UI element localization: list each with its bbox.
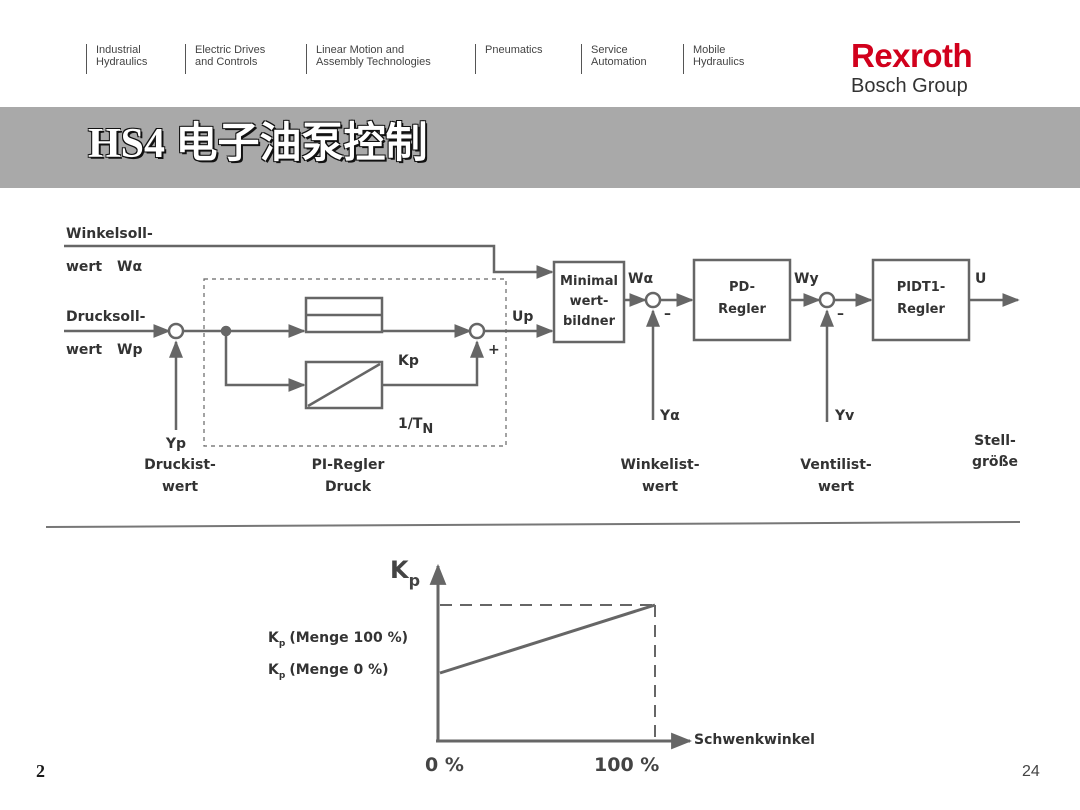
nav-line1: Mobile [693, 44, 726, 56]
y-alpha-label: Yα [659, 408, 680, 424]
winkel-setpoint-line [64, 244, 554, 279]
nav-line1: Industrial [96, 44, 141, 56]
plus-sign: + [488, 342, 500, 358]
wp-symbol: Wp [117, 342, 142, 358]
i-output-line [382, 340, 484, 387]
pidt1-label-1: PIDT1- [897, 280, 945, 295]
nav-electric-drives[interactable]: Electric Drives and Controls [185, 44, 265, 74]
bosch-group-logo: Bosch Group [851, 75, 968, 97]
x-100-label: 100 % [594, 754, 659, 776]
kp-curve [439, 603, 656, 675]
u-label: U [975, 271, 986, 287]
pd-label-1: PD- [729, 280, 755, 295]
section-divider [45, 521, 1021, 528]
tn-label: 1/TN [398, 416, 433, 437]
nav-line2: Pneumatics [485, 44, 543, 56]
yp-label: Yp [165, 436, 186, 452]
nav-linear-motion[interactable]: Linear Motion and Assembly Technologies [306, 44, 431, 74]
winkelsollwert-label-2: wert [66, 259, 102, 275]
title-banner [0, 107, 1080, 188]
footer-date: 2 [36, 761, 45, 781]
drucksollwert-label: Drucksoll- [66, 309, 146, 325]
pi-regler-boundary [203, 278, 507, 447]
kp-100-label: Kp(Menge 100 %) [268, 630, 408, 649]
pidt1-label-2: Regler [897, 302, 945, 317]
winkelistwert-label-1: Winkelist- [620, 457, 699, 473]
block-diagram [64, 244, 1020, 447]
druckistwert-label-1: Druckist- [144, 457, 216, 473]
schwenkwinkel-label: Schwenkwinkel [694, 732, 815, 748]
x-0-label: 0 % [425, 754, 464, 776]
nav-line2: Assembly Technologies [316, 56, 431, 68]
summing-junction-valve [818, 291, 836, 309]
up-label: Up [512, 309, 533, 325]
minimal-label-2: wert- [570, 294, 609, 309]
page-number: 24 [1022, 763, 1040, 780]
kp-axis-label: Kp [390, 556, 420, 590]
summing-junction-pressure [167, 322, 185, 340]
kp-0-label: Kp(Menge 0 %) [268, 662, 389, 681]
winkelsollwert-label: Winkelsoll- [66, 226, 153, 242]
nav-service-automation[interactable]: Service Automation [581, 44, 647, 74]
slide-title: HS4 电子油泵控制 [88, 121, 428, 167]
nav-line2: Hydraulics [693, 56, 745, 68]
nav-line1: Service [591, 44, 628, 56]
yv-label: Yv [834, 408, 854, 424]
druckistwert-label-2: wert [162, 479, 198, 495]
summing-junction-angle [644, 291, 662, 309]
kp-graph [429, 563, 693, 750]
pd-label-2: Regler [718, 302, 766, 317]
minimal-label-1: Minimal [560, 274, 618, 289]
ventilistwert-label-2: wert [818, 479, 854, 495]
pi-regler-label-2: Druck [325, 479, 372, 495]
summing-junction-pi [468, 322, 486, 340]
minus-sign-1: – [664, 306, 671, 322]
stellgroesse-label-2: größe [972, 454, 1018, 470]
kp-label: Kp [398, 353, 419, 369]
nav-line2: and Controls [195, 56, 258, 68]
rexroth-logo: Rexroth [851, 37, 973, 74]
w-alpha-symbol: Wα [117, 259, 142, 275]
pidt1-regler-block [871, 258, 971, 342]
minimal-wertbildner-block [552, 260, 626, 344]
minimal-label-3: bildner [563, 314, 616, 329]
nav-pneumatics[interactable]: Pneumatics [475, 44, 542, 74]
w-alpha-label: Wα [628, 271, 653, 287]
nav-mobile-hydraulics[interactable]: Mobile Hydraulics [683, 44, 744, 74]
nav-line2: Hydraulics [96, 56, 148, 68]
stellgroesse-label-1: Stell- [974, 433, 1016, 449]
nav-line1: Electric Drives [195, 44, 266, 56]
nav-line2: Automation [591, 56, 647, 68]
integral-branch-line [224, 331, 306, 392]
ventilistwert-label-1: Ventilist- [800, 457, 872, 473]
minus-sign-2: – [837, 306, 844, 322]
nav-line1: Linear Motion and [316, 44, 405, 56]
winkelistwert-label-2: wert [642, 479, 678, 495]
pi-regler-label-1: PI-Regler [312, 457, 385, 473]
drucksollwert-label-2: wert [66, 342, 102, 358]
i-block-ramp [307, 362, 381, 408]
nav-industrial-hydraulics[interactable]: Industrial Hydraulics [86, 44, 147, 74]
wy-label: Wy [794, 271, 819, 287]
pd-regler-block [692, 258, 792, 342]
